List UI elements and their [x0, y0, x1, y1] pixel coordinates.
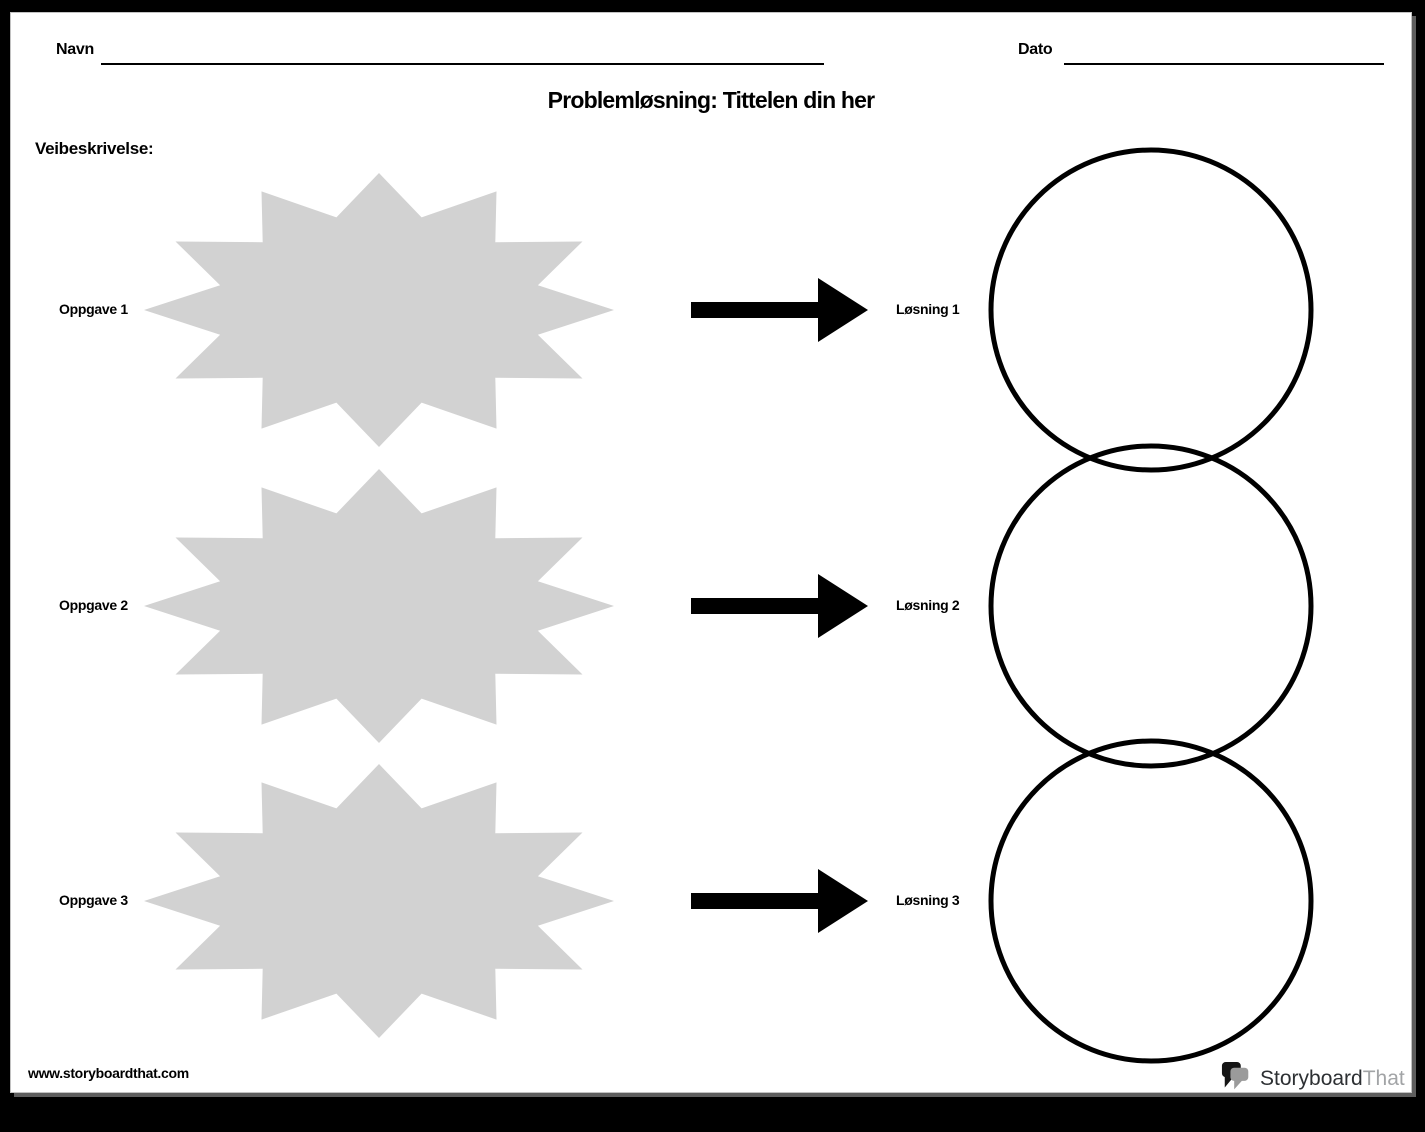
logo-text-primary: Storyboard [1260, 1067, 1363, 1090]
logo-text: StoryboardThat [1260, 1067, 1405, 1091]
logo-text-secondary: That [1362, 1067, 1405, 1090]
worksheet-page: Navn Dato Problemløsning: Tittelen din h… [10, 12, 1412, 1093]
storyboardthat-logo: StoryboardThat [1221, 1057, 1405, 1101]
solution-circle[interactable] [988, 738, 1314, 1064]
solution-label: Løsning 1 [896, 301, 960, 317]
task-label: Oppgave 2 [59, 597, 128, 613]
arrow-right-icon [691, 574, 868, 638]
worksheet-title: Problemløsning: Tittelen din her [547, 87, 875, 113]
task-starburst[interactable] [139, 461, 619, 751]
arrow-right-icon [691, 278, 868, 342]
solution-circle[interactable] [988, 443, 1314, 769]
task-label: Oppgave 1 [59, 301, 128, 317]
task-starburst[interactable] [139, 165, 619, 455]
solution-label: Løsning 3 [896, 892, 960, 908]
solution-circle[interactable] [988, 147, 1314, 473]
solution-circles [988, 147, 1314, 1064]
task-starburst[interactable] [139, 756, 619, 1046]
date-input-line[interactable] [1064, 45, 1384, 65]
task-label: Oppgave 3 [59, 892, 128, 908]
name-input-line[interactable] [101, 45, 824, 65]
website-url: www.storyboardthat.com [28, 1065, 189, 1081]
arrow-right-icon [691, 869, 868, 933]
speech-bubbles-icon [1221, 1062, 1249, 1090]
name-label: Navn [56, 41, 94, 58]
solution-label: Løsning 2 [896, 597, 960, 613]
date-label: Dato [1018, 41, 1053, 58]
directions-label: Veibeskrivelse: [35, 139, 154, 158]
